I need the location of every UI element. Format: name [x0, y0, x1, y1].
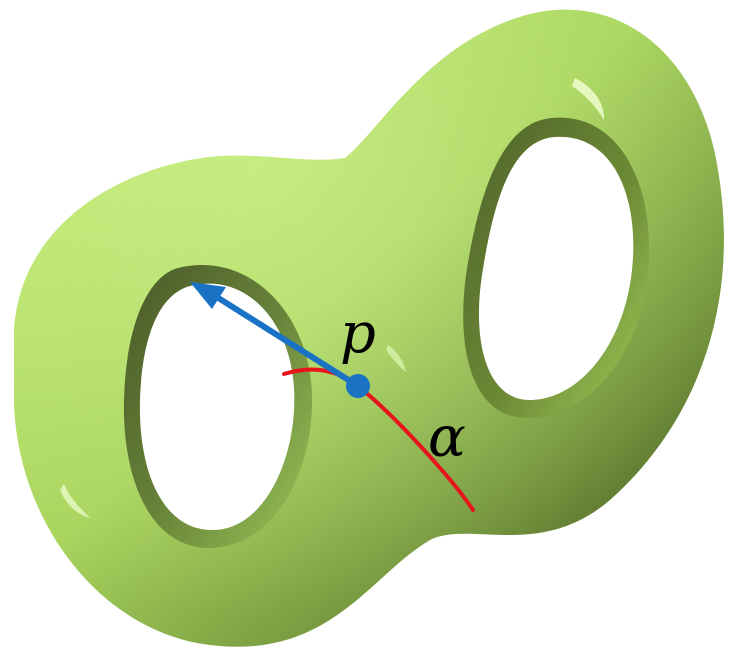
curve-alpha — [282, 367, 475, 512]
tangent-vector-arrow — [190, 282, 361, 389]
label-p: p — [340, 301, 376, 366]
point-p — [346, 374, 370, 398]
label-alpha: α — [428, 405, 466, 470]
double-torus-surface — [14, 9, 724, 647]
